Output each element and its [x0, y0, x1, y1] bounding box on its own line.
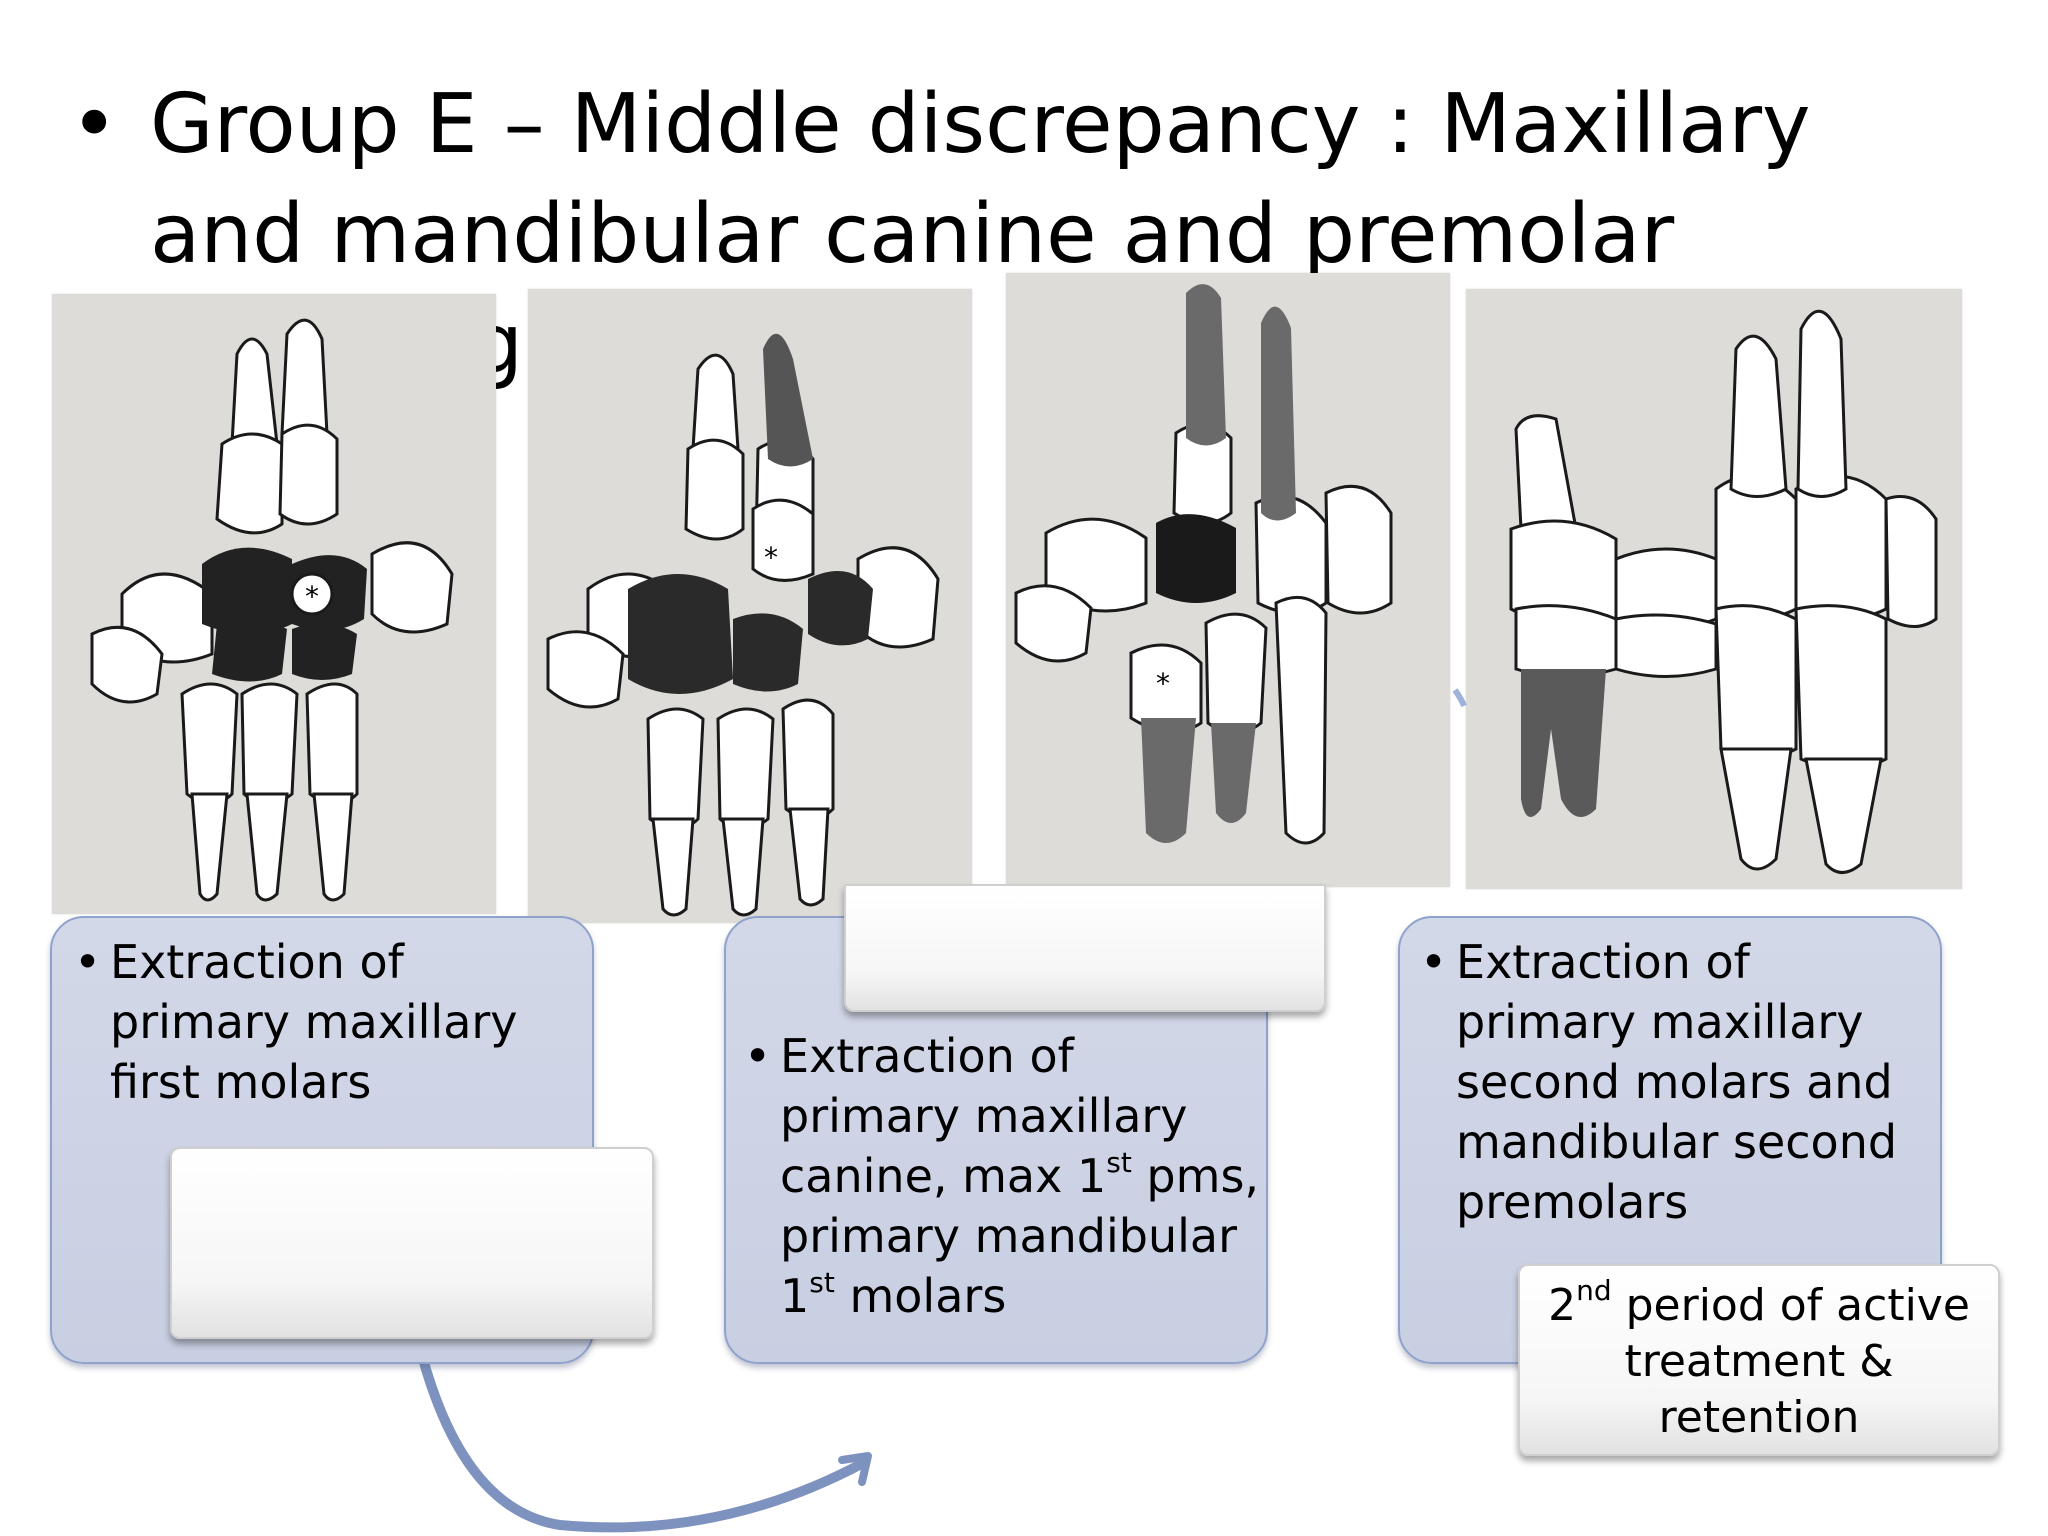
blank-card-step-1	[170, 1147, 654, 1339]
step-1-bullet: •	[74, 935, 102, 989]
stage-2-asterisk: *	[764, 541, 778, 574]
stage-1-asterisk: *	[305, 580, 319, 613]
connector-stub	[1452, 688, 1467, 708]
step-1-label: Extraction of primary maxillary first mo…	[110, 935, 518, 1109]
curved-arrow-head	[838, 1452, 872, 1486]
extraction-step-3-text: • Extraction of primary maxillary second…	[1420, 932, 1940, 1232]
stage-3-asterisk: *	[1156, 667, 1170, 700]
step-2-label: Extraction of primary maxillary canine, …	[780, 1029, 1260, 1323]
blank-card-step-2	[844, 884, 1326, 1012]
dentition-stage-2-figure: *	[528, 289, 972, 923]
dentition-stage-3-figure: *	[1006, 273, 1450, 887]
dentition-stage-3-drawing: *	[1014, 284, 1393, 845]
dentition-stage-1-drawing: *	[90, 318, 454, 902]
dentition-stage-4-figure	[1466, 289, 1962, 889]
title-bullet: •	[70, 77, 119, 172]
dentition-stage-2-drawing: *	[546, 333, 940, 917]
dentition-stage-4-drawing	[1509, 309, 1938, 874]
step-3-label: Extraction of primary maxillary second m…	[1456, 935, 1898, 1229]
step-3-bullet: •	[1420, 935, 1448, 989]
dentition-stage-1-figure: *	[52, 294, 496, 914]
second-period-text: 2nd period of active treatment & retenti…	[1548, 1274, 1970, 1443]
second-period-card: 2nd period of active treatment & retenti…	[1518, 1264, 2000, 1456]
curved-arrow-shaft	[413, 1335, 870, 1533]
extraction-step-2-text: • Extraction of primary maxillary canine…	[744, 1026, 1264, 1326]
extraction-step-1-text: • Extraction of primary maxillary first …	[74, 932, 574, 1112]
step-2-bullet: •	[744, 1029, 772, 1083]
